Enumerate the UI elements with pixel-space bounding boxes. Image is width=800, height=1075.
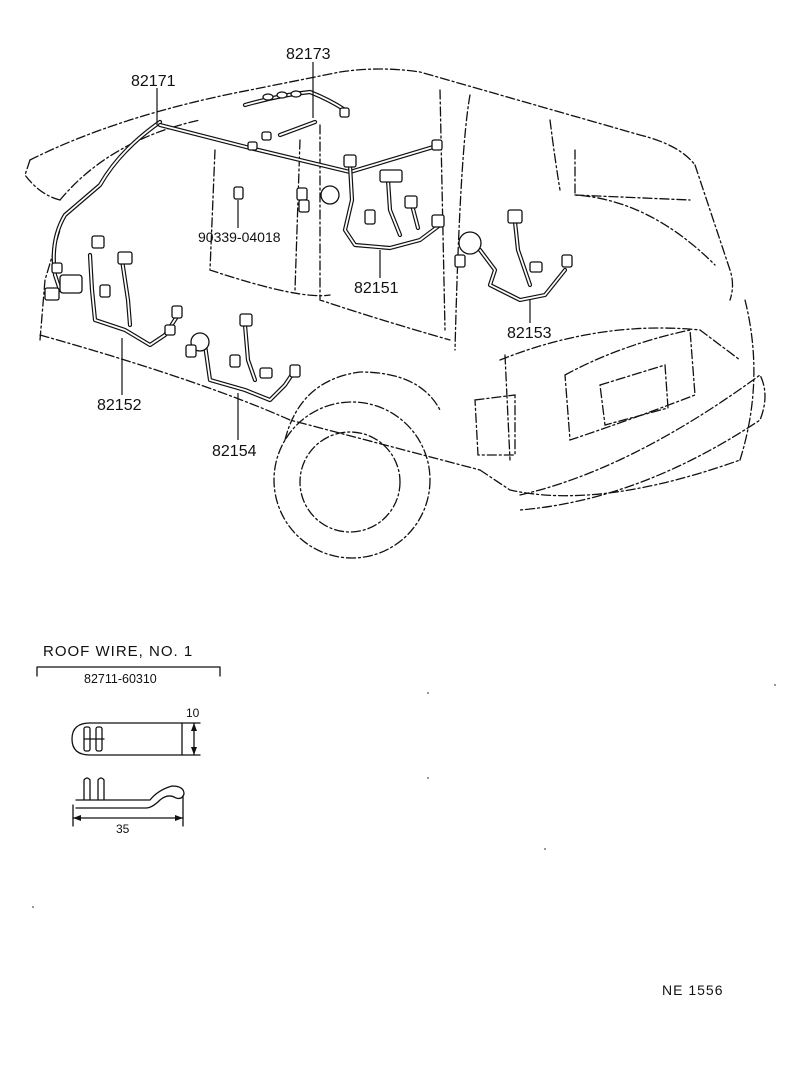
- dimension-length: 35: [116, 822, 130, 836]
- part-label-82151: 82151: [354, 280, 399, 297]
- detail-part-number: 82711-60310: [84, 672, 157, 686]
- wire-82154: [185, 313, 301, 403]
- leader-lines: [121, 62, 531, 440]
- clip-90339: [233, 186, 244, 200]
- dimension-height: 10: [186, 706, 200, 720]
- part-label-82152: 82152: [97, 397, 142, 414]
- part-label-82171: 82171: [131, 73, 176, 90]
- vehicle-body-outline: [24, 68, 766, 559]
- roof-wire-82173: [242, 89, 350, 151]
- scan-specks: [32, 684, 776, 908]
- figure-code: NE 1556: [662, 982, 723, 998]
- part-labels: 82171 82173 90339-04018 82151 82153 8215…: [97, 46, 552, 460]
- wire-82153: [454, 209, 573, 303]
- part-label-82153: 82153: [507, 325, 552, 342]
- part-label-90339: 90339-04018: [198, 229, 281, 245]
- roof-wire-82171: [44, 119, 443, 301]
- part-label-82173: 82173: [286, 46, 331, 63]
- wire-82151: [296, 154, 445, 251]
- detail-title: ROOF WIRE, NO. 1: [43, 643, 193, 660]
- part-label-82154: 82154: [212, 443, 257, 460]
- detail-roof-wire-no1: ROOF WIRE, NO. 1 82711-60310 10 35: [36, 643, 221, 836]
- wire-82152: [87, 235, 183, 348]
